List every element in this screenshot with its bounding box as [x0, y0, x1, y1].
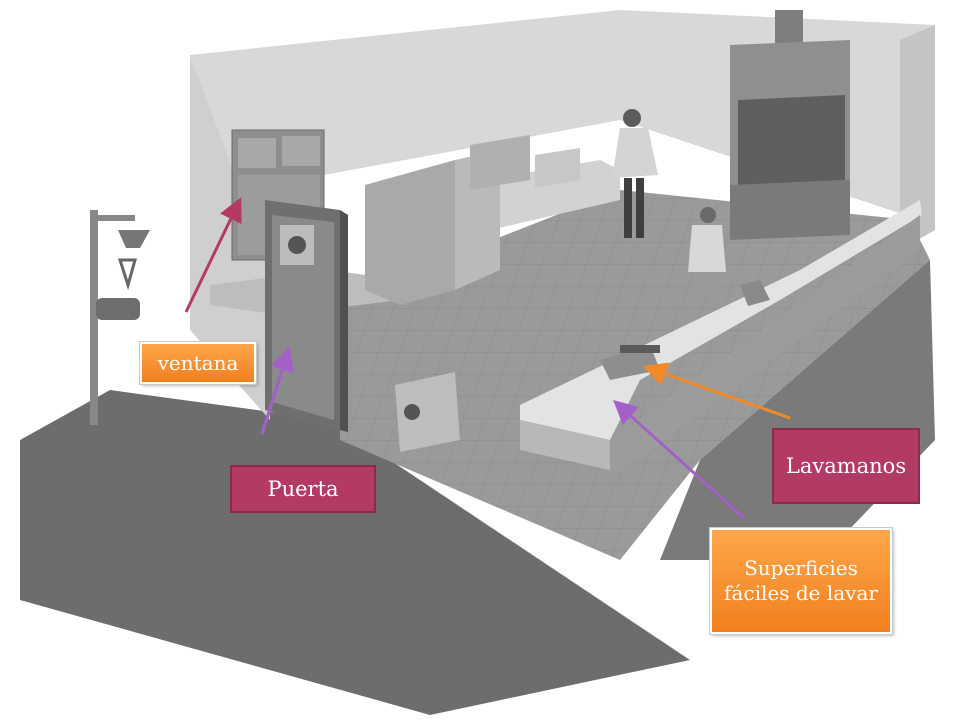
- superficies-arrow: [613, 399, 746, 520]
- ventana-arrow: [184, 197, 242, 313]
- radiation-box: [395, 372, 460, 452]
- door: [265, 200, 348, 432]
- puerta-label: Puerta: [230, 465, 376, 513]
- lavamanos-arrow: [642, 362, 791, 420]
- outer-floor: [20, 390, 690, 715]
- ventana-label: ventana: [140, 342, 256, 384]
- back-counter: [365, 135, 620, 305]
- fume-hood: [730, 10, 850, 240]
- person-standing: [612, 109, 658, 238]
- left-wall: [190, 55, 270, 420]
- person-sitting: [688, 207, 726, 296]
- lavamanos-label: Lavamanos: [772, 428, 920, 504]
- emergency-shower: [90, 210, 150, 425]
- island-bench: [520, 200, 922, 480]
- right-wall: [900, 25, 935, 250]
- puerta-arrow: [260, 346, 294, 435]
- superficies-label: Superficies fáciles de lavar: [710, 528, 892, 634]
